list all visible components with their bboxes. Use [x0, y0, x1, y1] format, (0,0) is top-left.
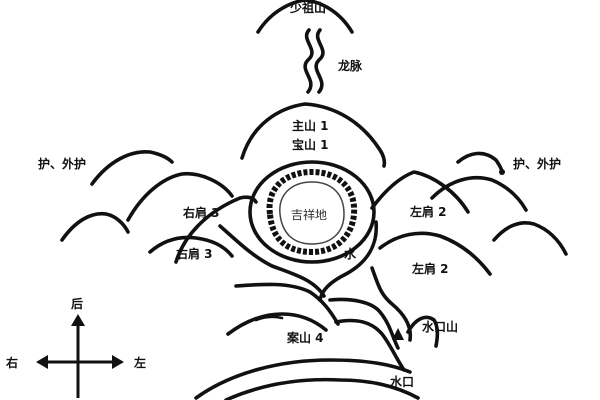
zuojian-lower-ridge — [378, 231, 492, 276]
water-main-channel-b — [334, 318, 406, 372]
shaozushan-mountain — [256, 0, 354, 34]
compass-arrow-right-icon — [112, 355, 124, 369]
water-left-lower — [234, 282, 340, 326]
label-zuojian-upper: 左肩 2 — [409, 204, 447, 219]
label-shuikou: 水口 — [390, 374, 414, 389]
compass: 后 右 左 — [5, 296, 146, 398]
label-youjian-upper: 右肩 3 — [182, 205, 220, 220]
shuikoushan-peak — [392, 328, 404, 340]
longmai-vein-left — [303, 28, 314, 94]
water-left-upper — [218, 224, 326, 298]
compass-arrow-up-icon — [71, 314, 85, 326]
anshan-mountain — [226, 312, 328, 336]
label-shui: 水 — [344, 246, 357, 261]
water-right-upper — [318, 220, 379, 302]
shuikou-outflow-upper — [194, 358, 412, 400]
label-zuojian-lower: 左肩 2 — [411, 261, 449, 276]
jixiangdi-border — [266, 168, 358, 256]
label-hu-left: 护、外护 — [38, 156, 86, 171]
compass-arrow-left-icon — [36, 355, 48, 369]
jixiangdi-inner — [279, 181, 345, 245]
zhushan-mountain — [240, 102, 387, 168]
compass-label-left: 左 — [133, 355, 146, 370]
zuojian-upper-ridge — [370, 170, 470, 214]
compass-label-back: 后 — [71, 296, 83, 311]
hu-right-mountain-1 — [456, 151, 504, 174]
hu-right-mountain-2 — [430, 175, 528, 212]
hu-left-mountain-2 — [126, 171, 234, 222]
longmai-vein-right — [314, 28, 325, 94]
compass-label-right: 右 — [5, 355, 18, 370]
shuikou-outflow-lower — [224, 377, 420, 400]
hu-right-dot — [499, 169, 505, 175]
label-longmai: 龙脉 — [338, 58, 363, 73]
label-hu-right: 护、外护 — [513, 156, 561, 171]
label-shaozushan: 少祖山 — [289, 0, 326, 15]
jixiangdi-outer-ring — [248, 160, 376, 264]
hu-left-mountain-3 — [60, 211, 130, 242]
shuikoushan-mountain — [406, 315, 440, 348]
label-baoshan: 宝山 1 — [292, 137, 329, 152]
label-shuikoushan: 水口山 — [422, 319, 458, 334]
label-youjian-lower: 右肩 3 — [175, 246, 213, 261]
anshan-mountain-ridge — [254, 315, 284, 322]
hu-left-mountain-1 — [90, 150, 174, 186]
youjian-lower-ridge — [148, 235, 234, 258]
label-zhushan: 主山 1 — [292, 118, 329, 133]
hu-right-mountain-3 — [492, 221, 568, 256]
label-anshan: 案山 4 — [286, 330, 324, 345]
label-jixiangdi: 吉祥地 — [291, 208, 327, 222]
